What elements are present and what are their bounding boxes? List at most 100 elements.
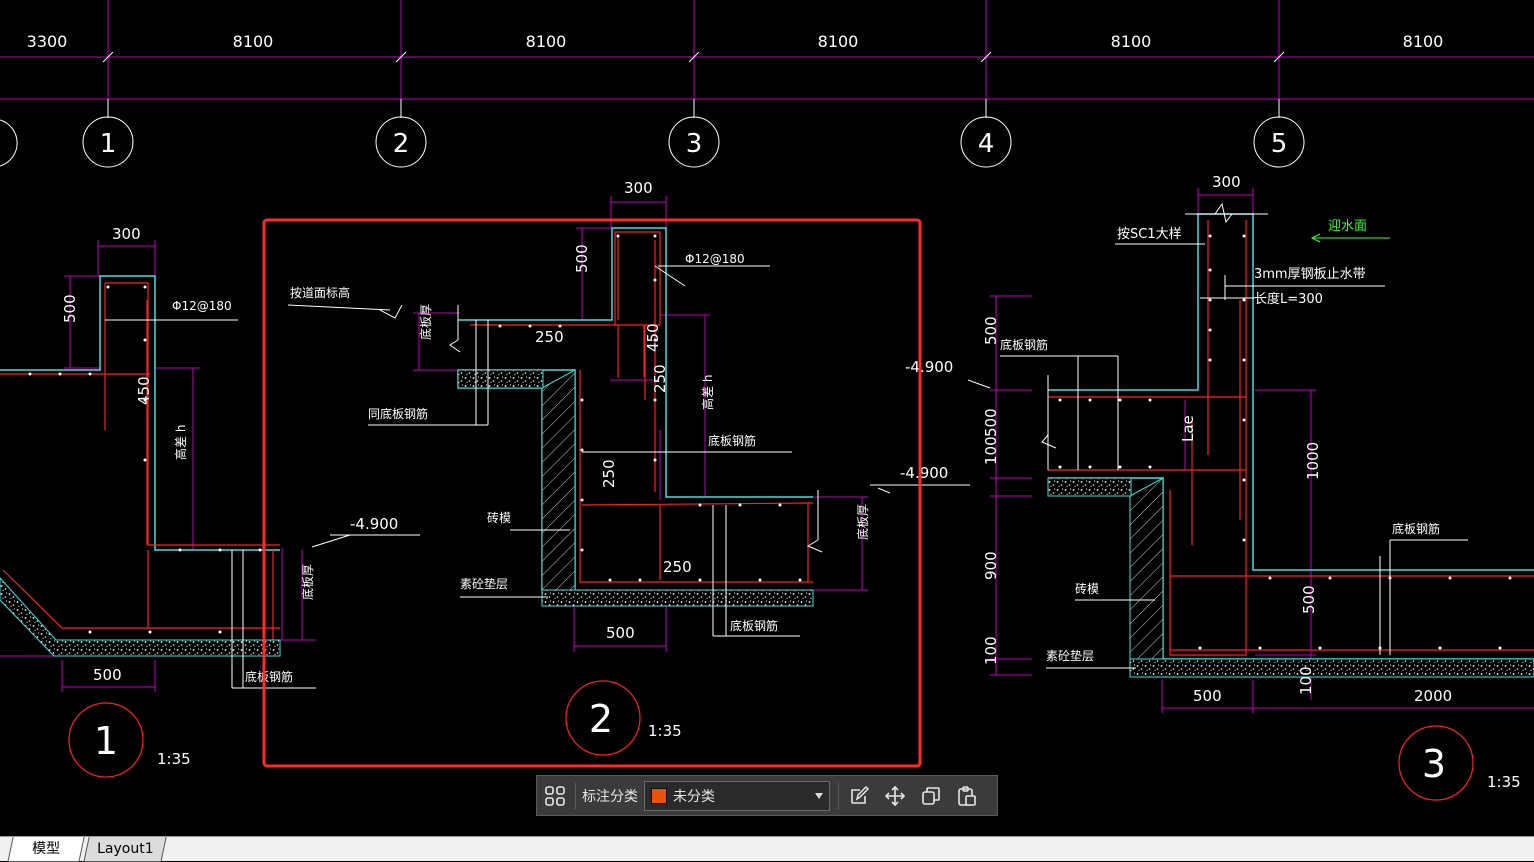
paste-annotation-button[interactable] — [949, 778, 985, 814]
tab-layout1[interactable]: Layout1 — [83, 837, 167, 862]
grid-dim-1: 8100 — [233, 32, 274, 51]
d3-dim-left-900: 900 — [982, 551, 1000, 580]
d1-slab-thickness: 底板厚 — [300, 564, 315, 600]
d3-bottom-rebar-1: 底板钢筋 — [1000, 337, 1048, 352]
d3-dim-right-100: 100 — [1297, 666, 1315, 695]
d3-dim-left-500b: 500 — [982, 408, 1000, 437]
axis-bubble-2 — [375, 116, 427, 168]
d2-slab-thickness-2: 底板厚 — [855, 504, 870, 540]
d1-height-diff: 高差 h — [173, 425, 188, 460]
move-annotation-button[interactable] — [877, 778, 913, 814]
d2-dim-250a: 250 — [535, 328, 564, 346]
d3-dim-bottom-2000: 2000 — [1414, 687, 1452, 705]
d2-slab-thickness: 底板厚 — [418, 304, 433, 340]
detail-2[interactable]: 300 500 250 450 250 250 250 500 Φ12@180 … — [287, 179, 970, 756]
d3-bottom-rebar-2: 底板钢筋 — [1392, 521, 1440, 536]
d2-dim-500: 500 — [573, 244, 591, 273]
d1-elevation: -4.900 — [350, 515, 398, 533]
axis-bubble-1 — [82, 116, 134, 168]
layout-tab-bar: 模型 Layout1 — [0, 836, 1534, 862]
grid-dim-5: 8100 — [1403, 32, 1444, 51]
detail-2-bubble — [565, 680, 641, 756]
d3-length: 长度L=300 — [1254, 291, 1323, 307]
category-grid-button[interactable] — [537, 778, 573, 814]
d3-dim-left-100b: 100 — [982, 636, 1000, 665]
detail-1[interactable]: 300 500 450 500 Φ12@180 高差 h -4.900 底板厚 … — [0, 225, 420, 778]
toolbar-separator — [575, 782, 576, 809]
annotation-toolbar: 标注分类 未分类 — [536, 775, 998, 816]
d2-elevation-1: -4.900 — [905, 358, 953, 376]
axis-bubble-3 — [668, 116, 720, 168]
category-label: 标注分类 — [582, 788, 638, 805]
copy-annotation-button[interactable] — [913, 778, 949, 814]
grid-axes — [0, 0, 1534, 117]
category-value: 未分类 — [673, 788, 715, 805]
d2-dim-250b: 250 — [651, 364, 669, 393]
d1-dim-500b: 500 — [93, 666, 122, 684]
d2-dim-300: 300 — [624, 179, 653, 197]
edit-icon — [851, 785, 870, 804]
d3-dim-right-1000: 1000 — [1304, 442, 1322, 480]
d2-height-diff: 高差 h — [700, 375, 715, 410]
d2-slope-elev: 按道面标高 — [290, 285, 350, 300]
d3-lae: Lae — [1179, 415, 1197, 442]
d1-rebar: Φ12@180 — [172, 299, 232, 313]
d3-number: 3 — [1422, 742, 1446, 786]
d1-bottom-rebar: 底板钢筋 — [245, 669, 293, 684]
d2-cushion: 素砼垫层 — [460, 576, 508, 591]
d3-dim-right-500: 500 — [1300, 585, 1318, 614]
d1-number: 1 — [94, 719, 118, 763]
d3-brick-mold: 砖模 — [1075, 581, 1099, 596]
d2-bottom-rebar-1: 底板钢筋 — [708, 433, 756, 448]
d2-dim-500: 500 — [606, 624, 635, 642]
detail-3[interactable]: 300 按SC1大样 迎水面 3mm厚钢板止水带 长度L=300 底板钢筋 La… — [967, 173, 1534, 801]
annotation-highlight-box[interactable] — [262, 218, 922, 768]
d3-dim-300: 300 — [1212, 173, 1241, 191]
d2-rebar: Φ12@180 — [685, 252, 745, 266]
d2-scale: 1:35 — [648, 722, 682, 740]
axis-label-3: 3 — [686, 129, 703, 159]
d2-dim-250d: 250 — [663, 558, 692, 576]
toolbar-separator — [838, 782, 839, 809]
d3-waterstop: 3mm厚钢板止水带 — [1254, 267, 1366, 282]
d2-number: 2 — [589, 697, 613, 741]
d3-scale: 1:35 — [1487, 773, 1521, 791]
d2-elevation-2: -4.900 — [900, 464, 948, 482]
d2-bottom-rebar-2: 底板钢筋 — [730, 618, 778, 633]
edit-annotation-button[interactable] — [841, 778, 877, 814]
category-color-swatch — [651, 787, 667, 804]
d3-cushion: 素砼垫层 — [1046, 648, 1094, 663]
detail-3-bubble — [1398, 725, 1474, 801]
d1-dim-500: 500 — [61, 294, 79, 323]
copy-icon — [922, 786, 940, 805]
axis-label-2: 2 — [393, 129, 410, 159]
chevron-down-icon — [815, 792, 823, 799]
d3-dim-left-500a: 500 — [982, 316, 1000, 345]
grid-dim-0: 3300 — [27, 32, 68, 51]
d2-same-rebar: 同底板钢筋 — [368, 406, 428, 421]
paste-icon — [958, 785, 976, 806]
axis-bubble-4 — [960, 116, 1012, 168]
grid-dim-4: 8100 — [1111, 32, 1152, 51]
move-icon — [884, 785, 906, 806]
d3-dim-left-100a: 100 — [982, 436, 1000, 465]
d2-brick-mold: 砖模 — [487, 510, 511, 525]
detail-1-bubble — [68, 702, 144, 778]
d2-dim-450: 450 — [644, 323, 662, 352]
axis-label-1: 1 — [100, 129, 117, 159]
grid-dim-2: 8100 — [526, 32, 567, 51]
d1-scale: 1:35 — [157, 750, 191, 768]
axis-bubble-5 — [1253, 116, 1305, 168]
axis-bubbles: 1 2 3 4 5 — [0, 99, 1305, 168]
axis-label-4: 4 — [978, 129, 995, 159]
category-dropdown[interactable]: 未分类 — [644, 780, 830, 811]
cad-drawing-canvas[interactable]: 3300 8100 8100 8100 8100 8100 1 2 3 4 5 — [0, 0, 1534, 836]
d2-dim-250c: 250 — [600, 459, 618, 488]
grid-ticks — [102, 51, 1285, 63]
grid-icon — [545, 785, 565, 806]
tab-model[interactable]: 模型 — [7, 837, 85, 862]
d3-dim-bottom-500: 500 — [1193, 687, 1222, 705]
axis-label-5: 5 — [1271, 129, 1288, 159]
d3-sc1: 按SC1大样 — [1117, 227, 1182, 242]
d1-dim-450: 450 — [135, 376, 153, 405]
